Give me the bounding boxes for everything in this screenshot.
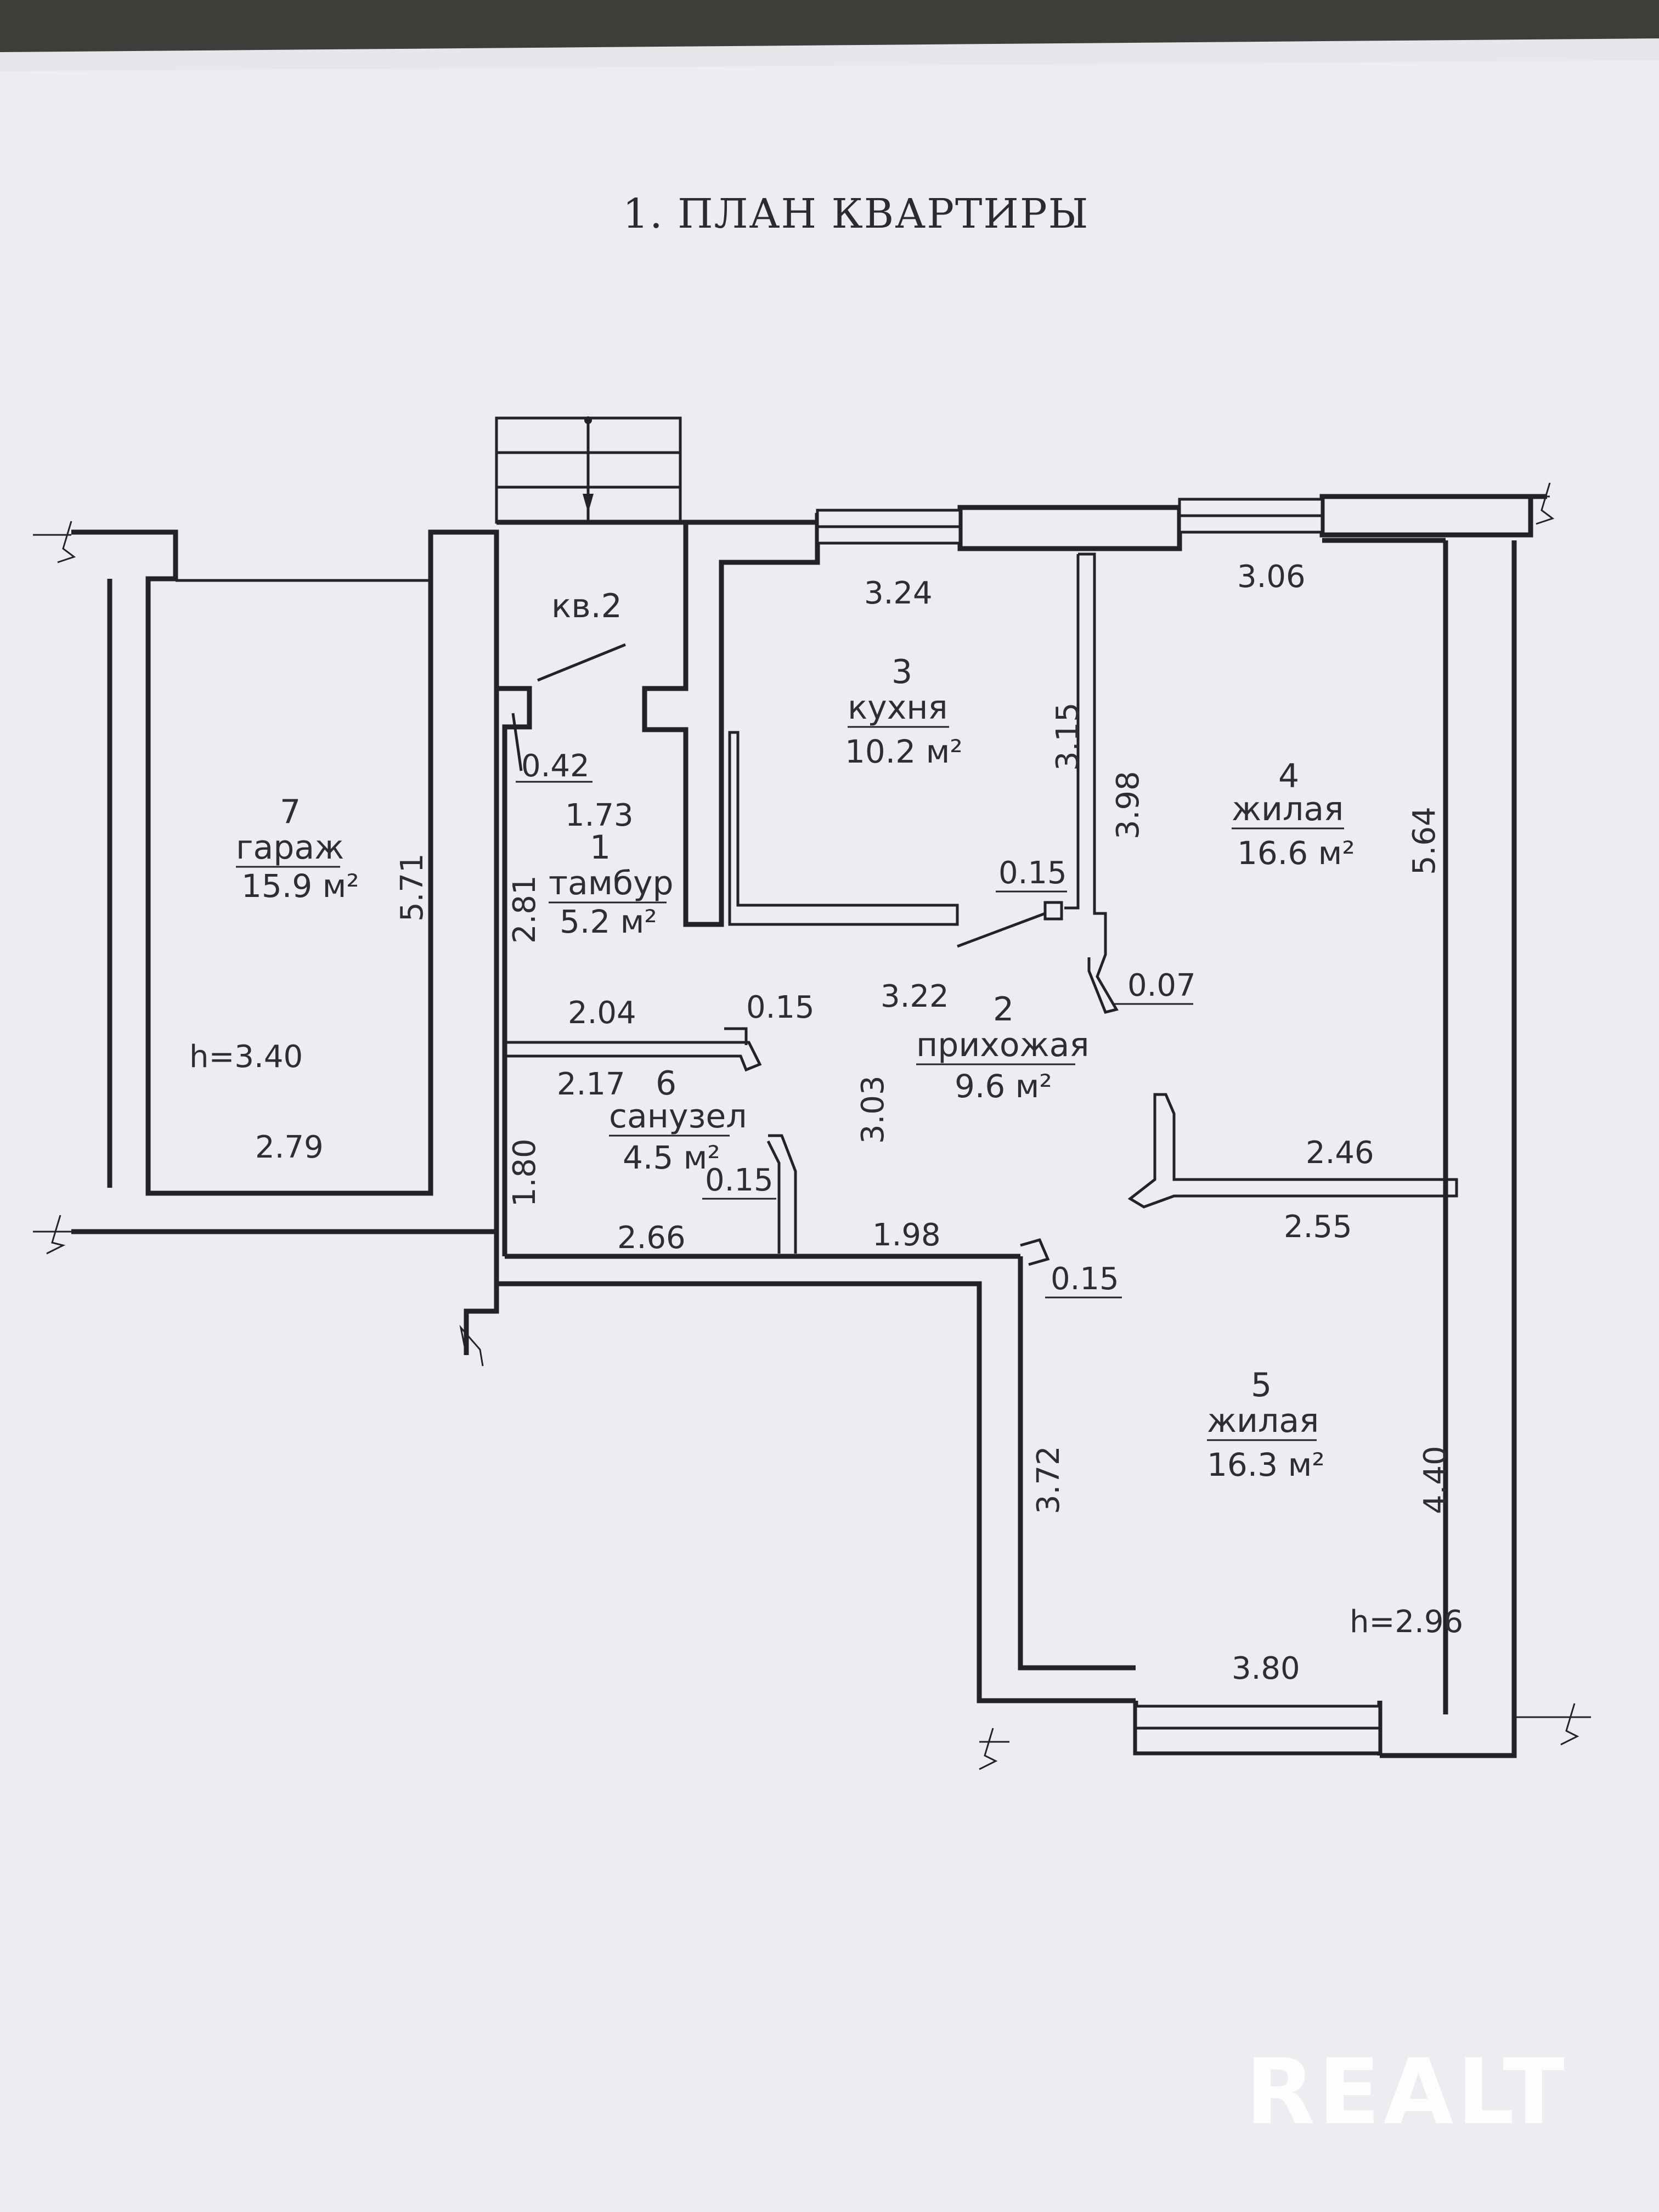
windows [816, 498, 1381, 1754]
room-number: 6 [656, 1064, 676, 1103]
room-bathroom: 6 санузел 4.5 м² [609, 1064, 747, 1176]
room-hallway: 2 прихожая 9.6 м² [916, 990, 1089, 1105]
dim-0-42: 0.42 [521, 748, 590, 784]
room-area: 5.2 м² [560, 903, 657, 940]
dim-0-15-kitchen: 0.15 [998, 855, 1067, 891]
room-number: 5 [1251, 1366, 1272, 1404]
paper-edge [0, 38, 1659, 71]
room-area: 16.6 м² [1237, 834, 1355, 872]
dim-5-71: 5.71 [394, 853, 430, 922]
dim-2-55: 2.55 [1284, 1209, 1352, 1245]
room-name: тамбур [549, 864, 674, 902]
dim-5-64: 5.64 [1407, 806, 1442, 875]
dim-2-81: 2.81 [507, 875, 543, 944]
entrance-stairs [495, 416, 682, 524]
dim-3-06: 3.06 [1237, 559, 1306, 595]
room-area: 15.9 м² [241, 867, 359, 905]
dim-0-15-bath-bottom: 0.15 [705, 1163, 774, 1198]
room-name: жилая [1207, 1402, 1319, 1440]
dim-2-66: 2.66 [617, 1220, 686, 1256]
dim-2-46: 2.46 [1306, 1135, 1374, 1171]
dim-3-80: 3.80 [1232, 1651, 1300, 1686]
room-living-5: 5 жилая 16.3 м² [1207, 1366, 1325, 1483]
apartment-walls [459, 482, 1591, 1770]
room-number: 1 [590, 828, 611, 867]
room-garage: 7 гараж 15.9 м² [236, 793, 359, 905]
garage-walls [33, 521, 499, 1255]
room-name: прихожая [916, 1026, 1089, 1064]
dim-0-07: 0.07 [1127, 968, 1196, 1003]
dim-1-98: 1.98 [872, 1217, 941, 1253]
dim-3-03: 3.03 [855, 1075, 891, 1144]
room-living-4: 4 жилая 16.6 м² [1232, 757, 1355, 872]
dim-0-15-bath-top: 0.15 [746, 990, 815, 1025]
room-area: 10.2 м² [845, 733, 963, 770]
dim-3-24: 3.24 [864, 575, 933, 611]
dim-1-80: 1.80 [507, 1138, 543, 1207]
dim-3-22: 3.22 [881, 979, 949, 1014]
dim-3-98: 3.98 [1110, 771, 1146, 839]
doors [511, 643, 1046, 948]
dim-0-15-hall: 0.15 [1051, 1261, 1119, 1297]
watermark-logo: REALT [1245, 2039, 1568, 2145]
room-area: 9.6 м² [955, 1068, 1052, 1105]
room-area: 16.3 м² [1207, 1446, 1325, 1483]
room-name: гараж [236, 828, 344, 867]
dim-3-72: 3.72 [1031, 1446, 1066, 1514]
garage-height: h=3.40 [189, 1039, 303, 1075]
room-kitchen: 3 кухня 10.2 м² [845, 653, 963, 770]
dim-4-40: 4.40 [1418, 1446, 1453, 1514]
room-number: 3 [891, 653, 912, 691]
room-number: 7 [280, 793, 301, 831]
room-name: жилая [1232, 790, 1344, 828]
dim-3-15: 3.15 [1050, 702, 1086, 771]
room-area: 4.5 м² [623, 1139, 720, 1176]
room-number: 2 [993, 990, 1014, 1029]
dim-1-73: 1.73 [565, 798, 634, 833]
dimensions: 0.42 1.73 2.81 3.24 3.15 3.98 3.06 5.64 … [255, 559, 1453, 1686]
room5-height: h=2.96 [1350, 1604, 1463, 1640]
entrance-label: кв.2 [551, 587, 622, 625]
dim-2-17: 2.17 [557, 1066, 625, 1102]
dim-2-04: 2.04 [568, 995, 636, 1031]
dim-2-79: 2.79 [255, 1130, 324, 1165]
room-name: кухня [848, 689, 948, 727]
plan-title: 1. ПЛАН КВАРТИРЫ [623, 190, 1089, 238]
room-number: 4 [1278, 757, 1299, 795]
room-tambour: 1 тамбур 5.2 м² [549, 828, 674, 940]
room-name: санузел [609, 1097, 747, 1136]
